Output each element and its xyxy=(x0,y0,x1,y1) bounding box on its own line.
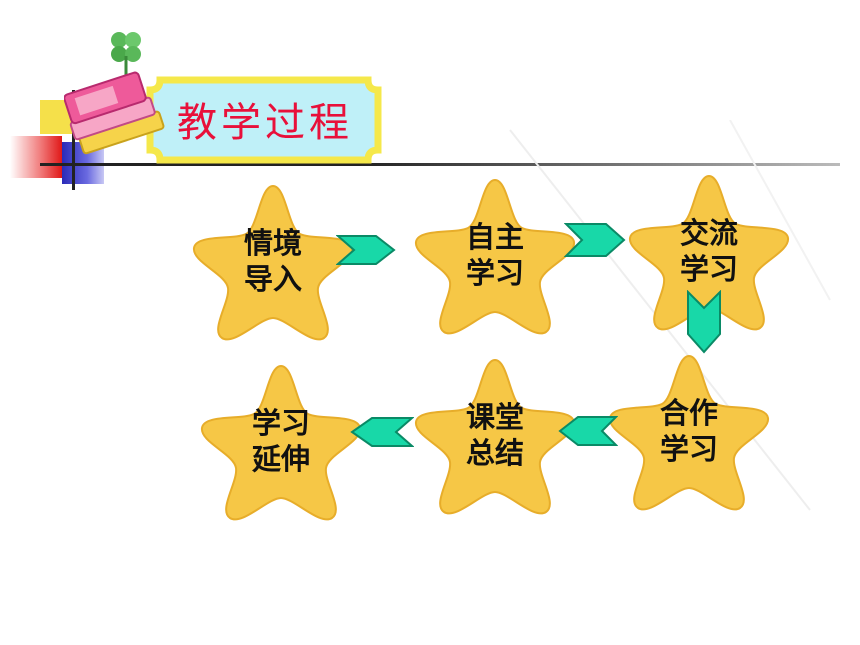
book-clover-icon xyxy=(64,32,165,155)
step-label: 交流 学习 xyxy=(679,215,738,286)
decor-horizontal-line xyxy=(40,163,840,166)
step-label: 学习 延伸 xyxy=(251,405,310,476)
title-banner xyxy=(146,76,382,164)
arrow-left-icon xyxy=(350,417,414,447)
step-label: 自主 学习 xyxy=(465,219,524,290)
step-star-1: 情境 导入 xyxy=(188,178,358,343)
step-star-3: 交流 学习 xyxy=(624,168,794,333)
star-shape xyxy=(193,184,353,341)
step-label: 课堂 总结 xyxy=(465,399,524,470)
page-title: 教学过程 xyxy=(177,100,353,146)
step-label: 情境 导入 xyxy=(243,225,302,296)
arrow-down-icon xyxy=(687,290,721,354)
step-label: 合作 学习 xyxy=(659,395,718,466)
star-shape xyxy=(201,364,361,521)
step-star-4: 合作 学习 xyxy=(604,348,774,513)
arrow-left-icon xyxy=(558,416,618,446)
star-shape xyxy=(609,354,769,511)
arrow-right-icon xyxy=(564,223,626,257)
decor-vertical-line xyxy=(72,90,75,190)
step-star-5: 课堂 总结 xyxy=(410,352,580,517)
step-star-2: 自主 学习 xyxy=(410,172,580,337)
star-shape xyxy=(415,178,575,335)
decor-red-square xyxy=(10,136,62,178)
star-shape xyxy=(415,358,575,515)
step-star-6: 学习 延伸 xyxy=(196,358,366,523)
arrow-right-icon xyxy=(336,235,396,265)
